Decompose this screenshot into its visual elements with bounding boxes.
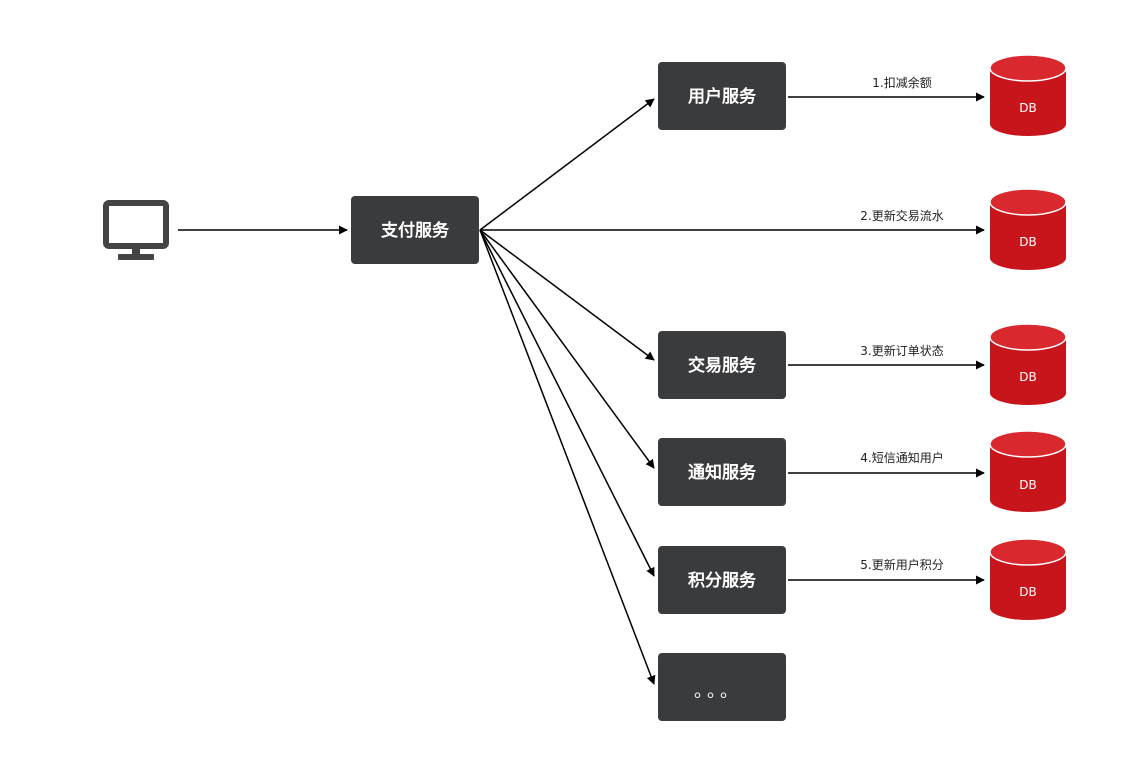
db-label-5: DB: [1019, 585, 1036, 599]
node-pay-label: 支付服务: [381, 220, 450, 241]
monitor-icon: [103, 200, 169, 260]
db-label-2: DB: [1019, 235, 1036, 249]
db-cylinder-2: DB: [989, 188, 1067, 270]
edge-label-4: 4.短信通知用户: [860, 450, 943, 465]
node-points-service: 积分服务: [658, 546, 786, 614]
edge-label-5: 5.更新用户积分: [860, 557, 943, 572]
db-cylinder-1: DB: [989, 54, 1067, 136]
db-label-3: DB: [1019, 370, 1036, 384]
arrow-pay-to-points: [479, 229, 655, 577]
edge-label-3: 3.更新订单状态: [860, 343, 943, 358]
node-notify-label: 通知服务: [688, 462, 757, 483]
arrow-pay-to-more: [479, 229, 656, 685]
db-arrows: [480, 92, 985, 585]
node-points-label: 积分服务: [688, 570, 757, 591]
node-trade-label: 交易服务: [688, 355, 757, 376]
node-pay-service: 支付服务: [351, 196, 479, 264]
arrow-pay-to-notify: [479, 229, 655, 469]
db-cylinder-3: DB: [989, 323, 1067, 405]
node-more-label: 。。。: [694, 681, 742, 702]
db-cylinder-5: DB: [989, 538, 1067, 620]
node-trade-service: 交易服务: [658, 331, 786, 399]
db-label-1: DB: [1019, 101, 1036, 115]
node-more: 。。。: [658, 653, 786, 721]
node-notify-service: 通知服务: [658, 438, 786, 506]
edge-label-1: 1.扣减余额: [872, 75, 931, 90]
db-cylinder-4: DB: [989, 430, 1067, 512]
node-user-service: 用户服务: [658, 62, 786, 130]
arrow-pay-to-trade: [479, 229, 655, 361]
node-user-label: 用户服务: [688, 86, 757, 107]
edge-label-2: 2.更新交易流水: [860, 208, 943, 223]
db-label-4: DB: [1019, 478, 1036, 492]
arrow-pay-to-user: [479, 98, 655, 231]
service-arrows: [479, 98, 656, 685]
